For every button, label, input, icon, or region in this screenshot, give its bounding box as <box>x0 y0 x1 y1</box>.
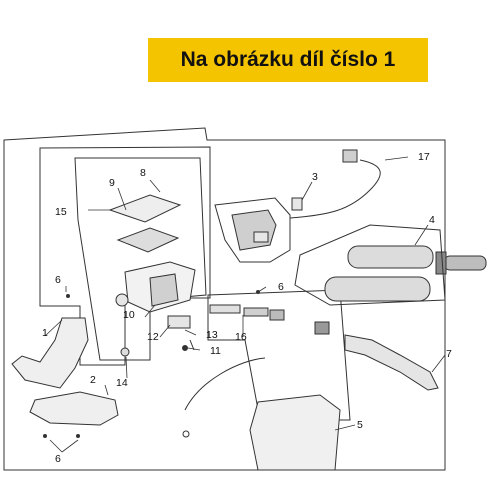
banner-text: Na obrázku díl číslo 1 <box>180 48 396 71</box>
callout-16: 16 <box>235 331 247 343</box>
callout-6-left: 6 <box>55 274 61 286</box>
callout-13: 13 <box>206 329 218 341</box>
callout-4: 4 <box>429 214 435 226</box>
cover-5 <box>249 394 341 471</box>
callout-2: 2 <box>90 374 96 386</box>
callout-8: 8 <box>140 167 146 179</box>
callout-3: 3 <box>312 171 318 183</box>
brake-lever-7 <box>344 334 439 391</box>
cover-2 <box>29 391 119 426</box>
callout-9: 9 <box>109 177 115 189</box>
callout-7: 7 <box>446 348 452 360</box>
inner-frame-sub <box>74 157 207 361</box>
callout-10: 10 <box>123 309 135 321</box>
callout-6-bottom: 6 <box>55 453 61 465</box>
master-cylinder <box>108 194 196 357</box>
piston-16 <box>209 304 330 335</box>
callout-1: 1 <box>42 327 48 339</box>
switch-housing-17 <box>214 149 381 263</box>
hose <box>184 357 266 411</box>
callout-14: 14 <box>116 377 128 389</box>
inner-frame-15 <box>39 146 211 366</box>
callout-6-right: 6 <box>278 281 284 293</box>
callout-12: 12 <box>147 331 159 343</box>
outer-frame <box>3 127 446 471</box>
callout-17: 17 <box>418 151 430 163</box>
callout-11: 11 <box>210 345 221 357</box>
part-number-banner: Na obrázku díl číslo 1 <box>148 38 428 82</box>
callout-5: 5 <box>357 419 363 431</box>
guard-1 <box>11 317 89 389</box>
callouts: 3 4 17 5 7 6 6 6 2 1 14 15 9 8 10 13 11 … <box>42 151 452 465</box>
grips-4 <box>294 224 487 306</box>
callout-15: 15 <box>55 206 67 218</box>
leader-lines <box>44 156 446 453</box>
